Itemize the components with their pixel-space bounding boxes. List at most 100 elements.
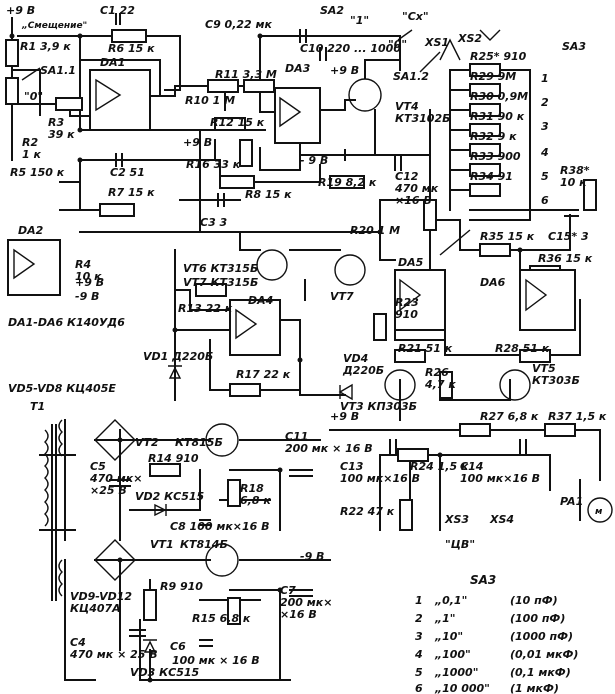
label-vt7: VT7 xyxy=(330,290,354,303)
label-r28: R28 51 к xyxy=(495,342,550,355)
legend-n-6: 6 xyxy=(415,682,423,694)
label-vd2: VD2 КС515 xyxy=(135,490,204,503)
legend-range-4: „100" xyxy=(434,648,471,661)
label-sa1-pos0: "0" xyxy=(24,90,43,103)
label-xs3: XS3 xyxy=(444,513,469,526)
da5-body xyxy=(394,269,446,331)
label-vt2: VT2 xyxy=(135,436,159,449)
op-amps xyxy=(7,69,576,356)
label-c6-value: 100 мк × 16 В xyxy=(172,654,260,667)
da6-body xyxy=(519,269,576,331)
label-r11: R11 3,3 М xyxy=(215,68,277,81)
label-sa2: SA2 xyxy=(320,4,344,17)
label-bias: „Смещение" xyxy=(21,21,87,31)
label-cx: "Cx" xyxy=(402,10,429,23)
label-da-all: DA1-DA6 К140УД6 xyxy=(8,316,125,329)
label-vt1: VT1 xyxy=(150,538,174,551)
rectifier-bridges xyxy=(94,419,136,581)
da1-body xyxy=(89,69,151,131)
label-c8: C8 100 мк×16 В xyxy=(170,520,270,533)
label-c2: C2 51 xyxy=(110,166,145,179)
label-plus9-r12: +9 В xyxy=(183,136,212,149)
label-da2: DA2 xyxy=(18,224,44,237)
label-c6: C6 xyxy=(170,640,186,653)
label-sa12: SA1.2 xyxy=(393,70,429,83)
label-r35: R35 15 к xyxy=(480,230,535,243)
label-r6: R6 15 к xyxy=(108,42,155,55)
label-vd5: VD5-VD8 КЦ405Е xyxy=(8,382,116,395)
label-sa2-pos1: "1" xyxy=(350,14,369,27)
label-r30: R30 0,9М xyxy=(470,90,528,103)
label-xs2: XS2 xyxy=(457,32,482,45)
label-r5: R5 150 к xyxy=(10,166,65,179)
label-c9: C9 0,22 мк xyxy=(205,18,273,31)
label-sa3-pos6: 6 xyxy=(541,194,549,207)
legend-value-4: (0,01 мкФ) xyxy=(510,648,578,661)
label-c3: C3 3 xyxy=(200,216,228,229)
label-r12: R12 15 к xyxy=(210,116,265,129)
label-r13: R13 22 к xyxy=(178,302,233,315)
legend-n-4: 4 xyxy=(414,648,423,661)
label-minus9-r19: - 9 В xyxy=(300,154,328,167)
label-sa3: SA3 xyxy=(562,40,586,53)
meter-mark: м xyxy=(595,507,603,517)
vt3-body xyxy=(384,369,416,401)
label-c1: C1 22 xyxy=(100,4,135,17)
legend-n-3: 3 xyxy=(415,630,423,643)
legend-range-6: „10 000" xyxy=(434,682,490,694)
label-xs4: XS4 xyxy=(489,513,514,526)
label-xs1: XS1 xyxy=(424,36,449,49)
label-vt2t: КТ815Б xyxy=(175,436,223,449)
label-cv: "ЦВ" xyxy=(445,538,475,551)
capacitors xyxy=(109,13,579,647)
vt7-body xyxy=(334,254,366,286)
vt5-body xyxy=(499,369,531,401)
label-vd3: VD3 КС515 xyxy=(130,666,199,679)
label-r25: R25* 910 xyxy=(470,50,527,63)
label-r29: R29 9М xyxy=(470,70,516,83)
da3-body xyxy=(274,87,321,144)
label-vt3: VT3 КП303Б xyxy=(340,400,417,413)
label-r15: R15 6,8 к xyxy=(192,612,251,625)
label-sa11: SA1.1 xyxy=(40,64,76,77)
label-r14: R14 910 xyxy=(148,452,199,465)
label-da5: DA5 xyxy=(398,256,424,269)
legend-range-1: „0,1" xyxy=(434,594,467,607)
label-pa1: PA1 xyxy=(560,495,583,508)
label-r27: R27 6,8 к xyxy=(480,410,539,423)
legend-n-1: 1 xyxy=(415,594,423,607)
label-sa3-pos1: 1 xyxy=(541,72,549,85)
label-sa3-pos4: 4 xyxy=(540,146,549,159)
label-plus9-da2: +9 В xyxy=(75,276,104,289)
legend-n-2: 2 xyxy=(415,612,423,625)
label-r24: R24 1,5 к xyxy=(410,460,469,473)
label-r31: R31 90 к xyxy=(470,110,525,123)
diodes xyxy=(143,365,353,653)
da2-body xyxy=(7,239,61,296)
legend-range-3: „10" xyxy=(434,630,463,643)
label-r33: R33 900 xyxy=(470,150,521,163)
label-da1: DA1 xyxy=(100,56,125,69)
label-r22: R22 47 к xyxy=(340,505,395,518)
meter-pa1 xyxy=(587,497,613,523)
vt1-body xyxy=(205,543,239,577)
label-r21: R21 51 к xyxy=(398,342,453,355)
label-r7: R7 15 к xyxy=(108,186,155,199)
label-sa2-pos0: "0" xyxy=(388,38,407,51)
label-r1: R1 3,9 к xyxy=(20,40,71,53)
sa3-legend: SA3 1 „0,1" (10 пФ) 2 „1" (100 пФ) 3 „10… xyxy=(414,573,578,694)
